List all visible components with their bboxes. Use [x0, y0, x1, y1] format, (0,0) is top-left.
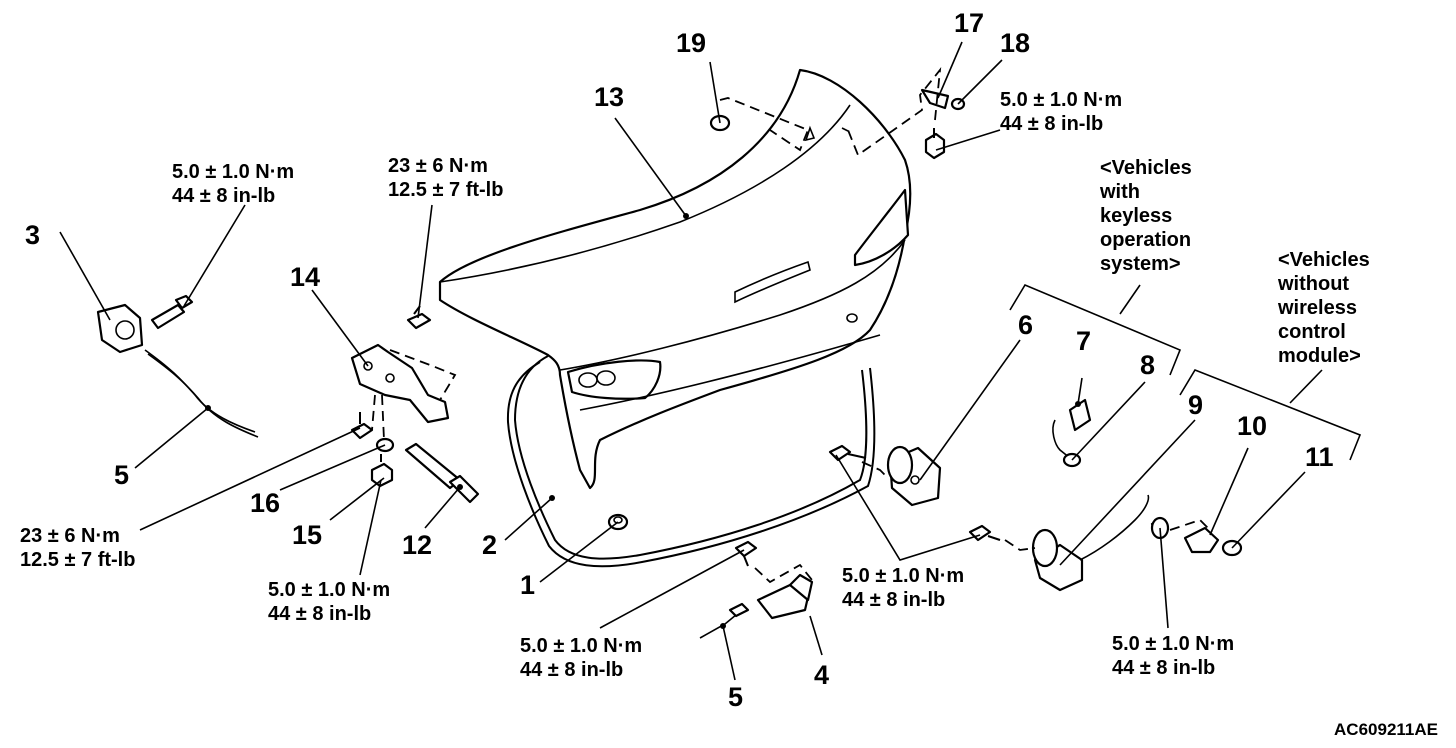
torque-metric: 5.0 ± 1.0 N·m	[842, 565, 965, 587]
hinge-14	[350, 305, 457, 441]
torque-metric: 5.0 ± 1.0 N·m	[268, 579, 391, 601]
torque-metric: 23 ± 6 N·m	[388, 155, 488, 177]
gas-strut-12	[404, 442, 480, 504]
torque-spec-hinge-upper: 23 ± 6 N·m 12.5 ± 7 ft-lb	[388, 154, 503, 202]
callout-6: 6	[1018, 310, 1034, 340]
leader-lines	[59, 41, 1362, 681]
sensor-10-11	[1150, 516, 1243, 557]
torque-spec-hinge-lower: 23 ± 6 N·m 12.5 ± 7 ft-lb	[20, 524, 135, 572]
torque-spec-bolt-4: 5.0 ± 1.0 N·m 44 ± 8 in-lb	[520, 634, 642, 682]
bracket-17-18	[847, 67, 966, 160]
note-line: with	[1100, 181, 1140, 203]
torque-imperial: 12.5 ± 7 ft-lb	[388, 179, 504, 201]
callout-12: 12	[402, 530, 433, 560]
callout-3: 3	[25, 220, 41, 250]
note-line: without	[1278, 273, 1350, 295]
torque-spec-bolt-10: 5.0 ± 1.0 N·m 44 ± 8 in-lb	[1112, 632, 1234, 680]
torque-imperial: 12.5 ± 7 ft-lb	[20, 549, 136, 571]
torque-imperial: 44 ± 8 in-lb	[268, 603, 372, 625]
note-line: <Vehicles	[1278, 249, 1370, 271]
callout-17: 17	[954, 8, 985, 38]
callout-1: 1	[520, 570, 536, 600]
switch-7-8	[1052, 398, 1092, 468]
note-line: module>	[1278, 345, 1361, 367]
note-keyless-operation: <Vehicles with keyless operation system>	[1100, 156, 1192, 276]
torque-metric: 5.0 ± 1.0 N·m	[520, 635, 643, 657]
note-line: <Vehicles	[1100, 157, 1192, 179]
torque-imperial: 44 ± 8 in-lb	[1112, 657, 1216, 679]
torque-imperial: 44 ± 8 in-lb	[520, 659, 624, 681]
torque-spec-bolt-3: 5.0 ± 1.0 N·m 44 ± 8 in-lb	[172, 160, 294, 208]
callout-18: 18	[1000, 28, 1031, 58]
callout-14: 14	[290, 262, 321, 292]
callout-19: 19	[676, 28, 707, 58]
note-line: keyless	[1100, 205, 1173, 227]
note-line: operation	[1100, 229, 1192, 251]
callout-2: 2	[482, 530, 498, 560]
trunk-lid	[438, 68, 912, 490]
torque-metric: 5.0 ± 1.0 N·m	[1112, 633, 1235, 655]
callout-15: 15	[292, 520, 323, 550]
lock-actuator-6	[828, 444, 942, 507]
figure-code: AC609211AE	[1334, 720, 1438, 739]
callout-9: 9	[1188, 390, 1204, 420]
torque-metric: 5.0 ± 1.0 N·m	[172, 161, 295, 183]
callout-13: 13	[594, 82, 625, 112]
hinge-bolts-15-16	[350, 412, 395, 488]
callout-11: 11	[1305, 442, 1334, 472]
torque-imperial: 44 ± 8 in-lb	[842, 589, 946, 611]
torque-imperial: 44 ± 8 in-lb	[1000, 113, 1104, 135]
release-actuator-9	[968, 494, 1150, 592]
callout-8: 8	[1140, 350, 1156, 380]
callout-5-cable-bottom: 5	[728, 682, 744, 712]
torque-metric: 5.0 ± 1.0 N·m	[1000, 89, 1123, 111]
trunk-latch-4	[699, 540, 814, 639]
callout-5-cable-left: 5	[114, 460, 130, 490]
torque-spec-bolt-6-9: 5.0 ± 1.0 N·m 44 ± 8 in-lb	[842, 564, 964, 612]
callout-10: 10	[1237, 411, 1268, 441]
note-line: wireless	[1278, 297, 1357, 319]
torque-metric: 23 ± 6 N·m	[20, 525, 120, 547]
note-without-wireless-module: <Vehicles without wireless control modul…	[1278, 248, 1370, 368]
callout-16: 16	[250, 488, 281, 518]
torque-spec-bolt-17: 5.0 ± 1.0 N·m 44 ± 8 in-lb	[1000, 88, 1122, 136]
callout-7: 7	[1076, 326, 1092, 356]
torque-spec-bolt-15: 5.0 ± 1.0 N·m 44 ± 8 in-lb	[268, 578, 390, 626]
note-line: system>	[1100, 253, 1181, 275]
note-line: control	[1278, 321, 1346, 343]
torque-imperial: 44 ± 8 in-lb	[172, 185, 276, 207]
key-cylinder-3	[96, 294, 259, 438]
callout-4: 4	[814, 660, 830, 690]
